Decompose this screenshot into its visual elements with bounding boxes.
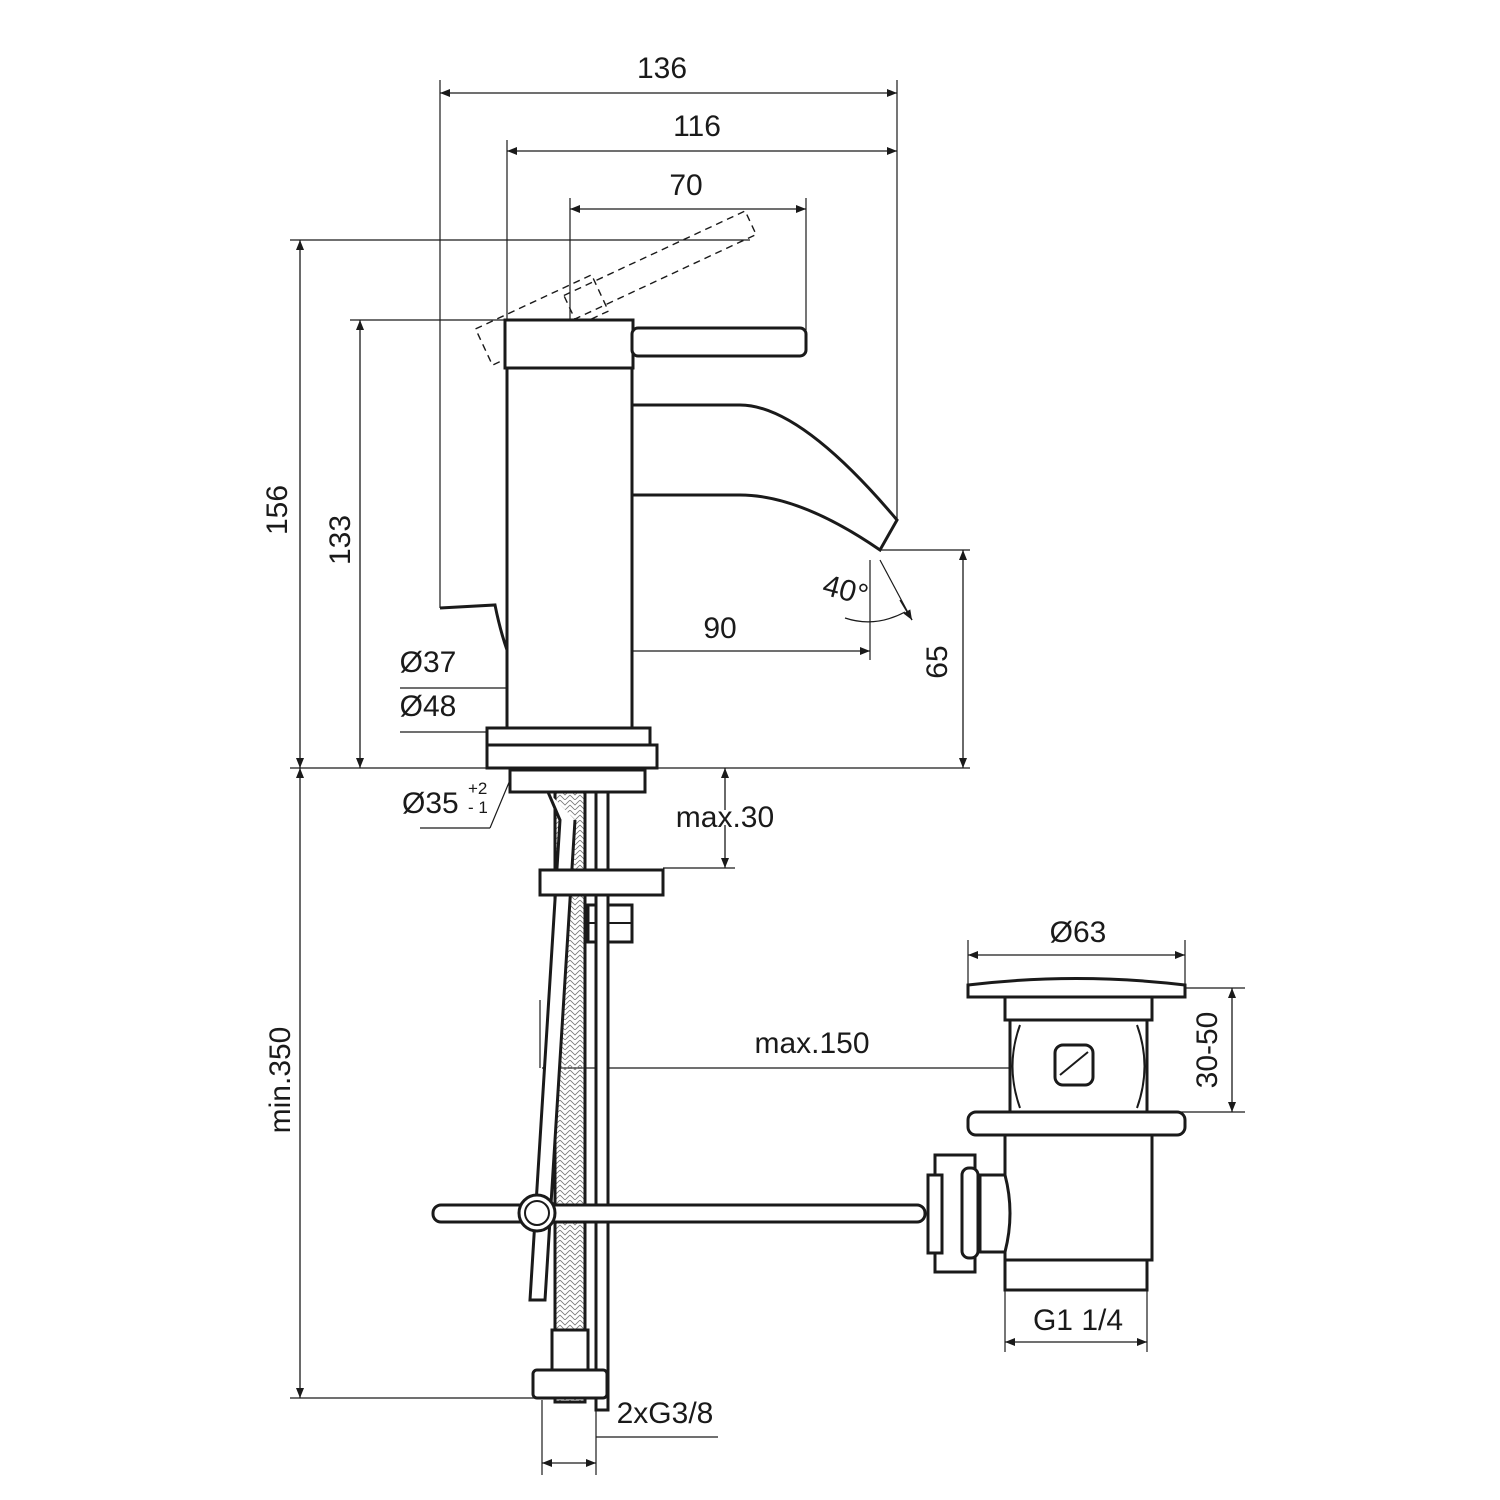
dim-g1-1-4: G1 1/4	[1033, 1304, 1123, 1337]
dim-d63: Ø63	[1050, 916, 1107, 949]
dim-d37: Ø37	[400, 646, 457, 679]
dim-angle-40: 40°	[819, 569, 871, 613]
pop-up-waste	[926, 977, 1187, 1292]
dim-d35-tol-minus: - 1	[468, 798, 488, 817]
dim-156: 156	[261, 485, 294, 535]
dim-max30: max.30	[676, 801, 774, 834]
dim-30-50: 30-50	[1191, 1012, 1224, 1089]
faucet-body	[431, 210, 927, 1412]
dim-65: 65	[921, 645, 954, 678]
dim-min350: min.350	[264, 1027, 297, 1134]
dim-2xg3-8: 2xG3/8	[617, 1397, 714, 1430]
dim-136: 136	[637, 52, 687, 85]
dim-d35: Ø35	[402, 787, 459, 820]
dim-70: 70	[669, 169, 702, 202]
dim-133: 133	[324, 515, 357, 565]
dim-d48: Ø48	[400, 690, 457, 723]
dim-d35-tol-plus: +2	[468, 779, 487, 798]
dim-90: 90	[703, 612, 736, 645]
dimension-labels: 136 116 70 156 133 65 90 40° Ø37 Ø48 Ø35…	[261, 52, 1224, 1430]
dim-max150: max.150	[754, 1027, 869, 1060]
dim-116: 116	[673, 110, 721, 143]
